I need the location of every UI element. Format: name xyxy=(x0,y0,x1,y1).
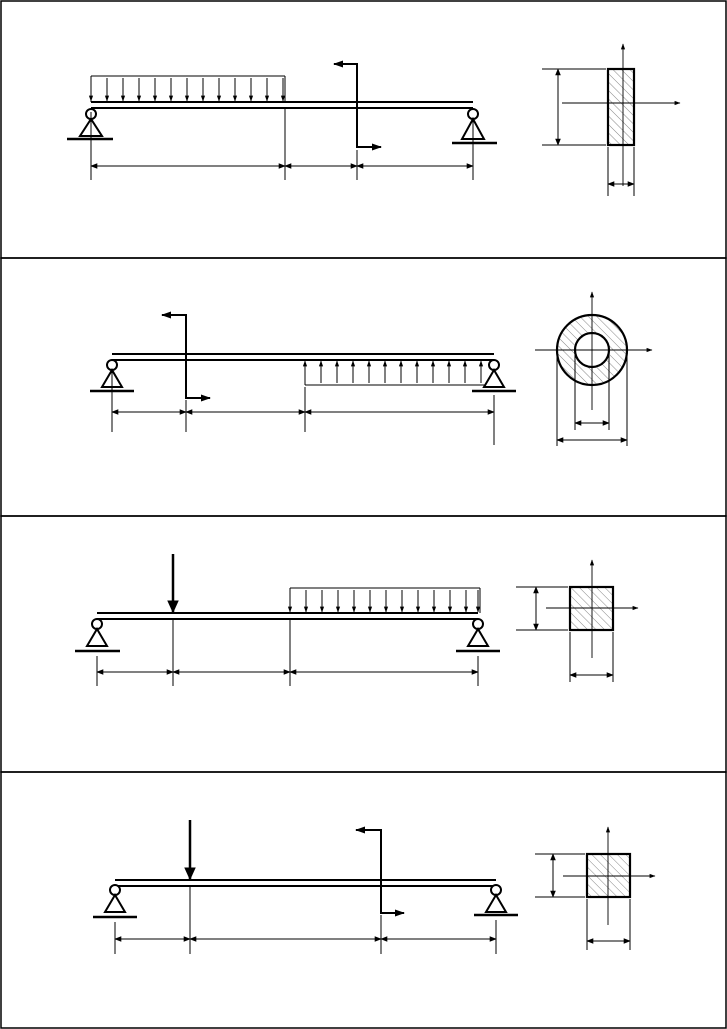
beam xyxy=(112,353,494,361)
distributed-load-up xyxy=(302,360,494,386)
panel-3 xyxy=(0,515,727,773)
dimension-lines xyxy=(114,886,497,954)
distributed-load-down xyxy=(287,587,481,613)
moment xyxy=(161,311,211,402)
panel-1 xyxy=(0,0,727,259)
panel-4-border xyxy=(0,771,727,1029)
dimension-lines xyxy=(96,619,479,686)
support-left xyxy=(75,618,120,653)
beam xyxy=(97,612,478,620)
cross-section-rectangle xyxy=(542,43,681,196)
moment xyxy=(355,826,405,917)
panel-4 xyxy=(0,771,727,1029)
dimension-lines xyxy=(111,372,495,445)
support-left xyxy=(93,884,137,919)
cross-section-hollow-circle xyxy=(535,291,653,446)
panel-3-border xyxy=(0,515,727,773)
support-right xyxy=(474,884,518,917)
beam xyxy=(91,101,473,109)
panel-2 xyxy=(0,257,727,517)
support-left xyxy=(67,108,113,141)
support-right xyxy=(472,359,516,393)
cross-section-square xyxy=(516,559,639,682)
moment xyxy=(333,60,382,151)
beam xyxy=(115,879,496,887)
distributed-load-down xyxy=(88,75,286,102)
cross-section-square xyxy=(535,826,656,950)
dimension-lines xyxy=(90,108,474,180)
support-right xyxy=(452,108,497,145)
support-right xyxy=(456,618,500,653)
